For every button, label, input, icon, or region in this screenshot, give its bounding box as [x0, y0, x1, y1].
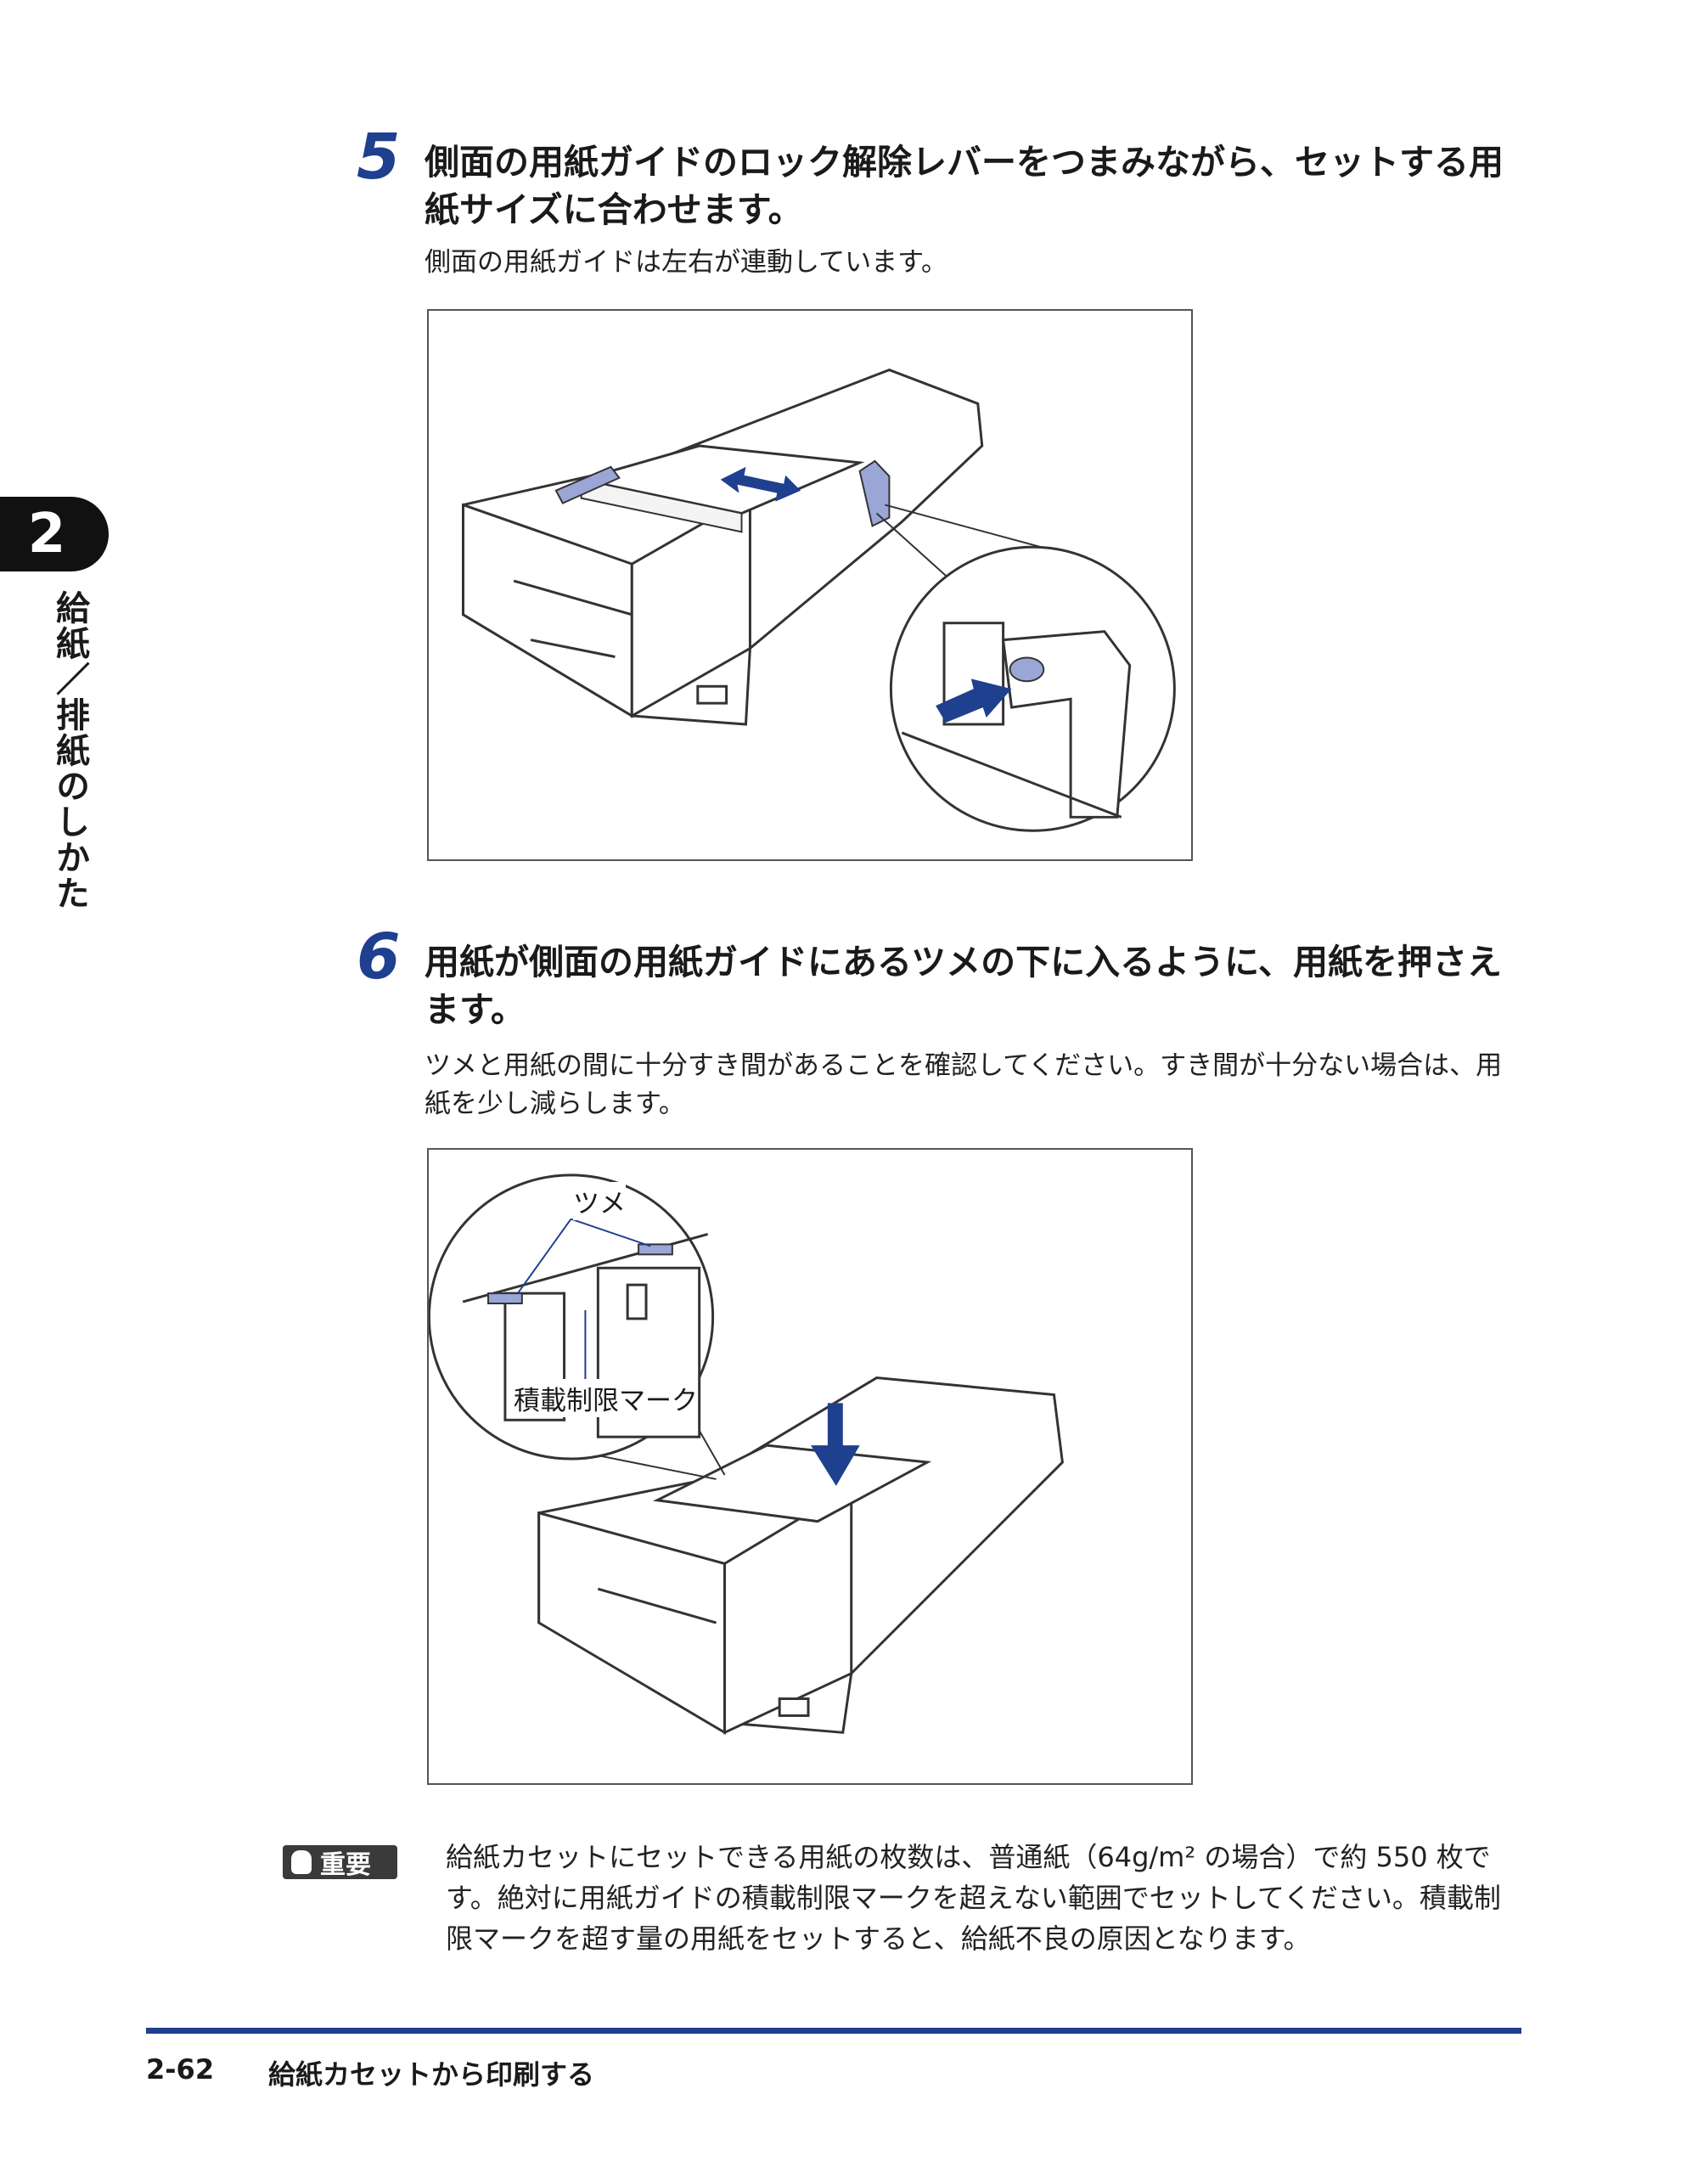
footer-rule [146, 2028, 1521, 2034]
down-arrow-icon [810, 1403, 860, 1486]
cassette-press-illustration [429, 1174, 1064, 1735]
step-6-description: ツメと用紙の間に十分すき間があることを確認してください。すき間が十分ない場合は、… [424, 1050, 1503, 1119]
cassette-guide-illustration [462, 368, 1176, 832]
step-5-number: 5 [357, 121, 401, 194]
chapter-tab: 2 [0, 497, 109, 571]
step-6-number: 6 [357, 920, 401, 993]
limit-mark-label: 積載制限マーク [514, 1379, 698, 1417]
figure-step-6: ツメ 積載制限マーク [427, 1148, 1193, 1785]
side-guide-right [858, 459, 891, 527]
claw-label: ツメ [573, 1182, 626, 1220]
double-arrow-icon [720, 466, 801, 502]
important-badge: 重要 [283, 1845, 397, 1880]
hand-icon [291, 1850, 312, 1874]
important-label: 重要 [320, 1850, 371, 1880]
chapter-number: 2 [27, 503, 66, 566]
step-6-title: 用紙が側面の用紙ガイドにあるツメの下に入るように、用紙を押さえます。 [424, 942, 1502, 1030]
paper-stack [652, 1444, 932, 1523]
important-text: 給紙カセットにセットできる用紙の枚数は、普通紙（64g/m² の場合）で約 55… [446, 1841, 1501, 1955]
figure-step-5 [427, 309, 1193, 861]
chapter-title: 給紙／排紙のしかた [50, 590, 89, 911]
side-guide-left [554, 465, 621, 504]
push-arrow-icon [936, 678, 1012, 723]
step-5-description: 側面の用紙ガイドは左右が連動しています。 [424, 247, 947, 278]
page-number: 2-62 [146, 2053, 215, 2085]
footer-section-title: 給紙カセットから印刷する [268, 2058, 595, 2091]
step-5-title: 側面の用紙ガイドのロック解除レバーをつまみながら、セットする用紙サイズに合わせま… [424, 142, 1504, 230]
